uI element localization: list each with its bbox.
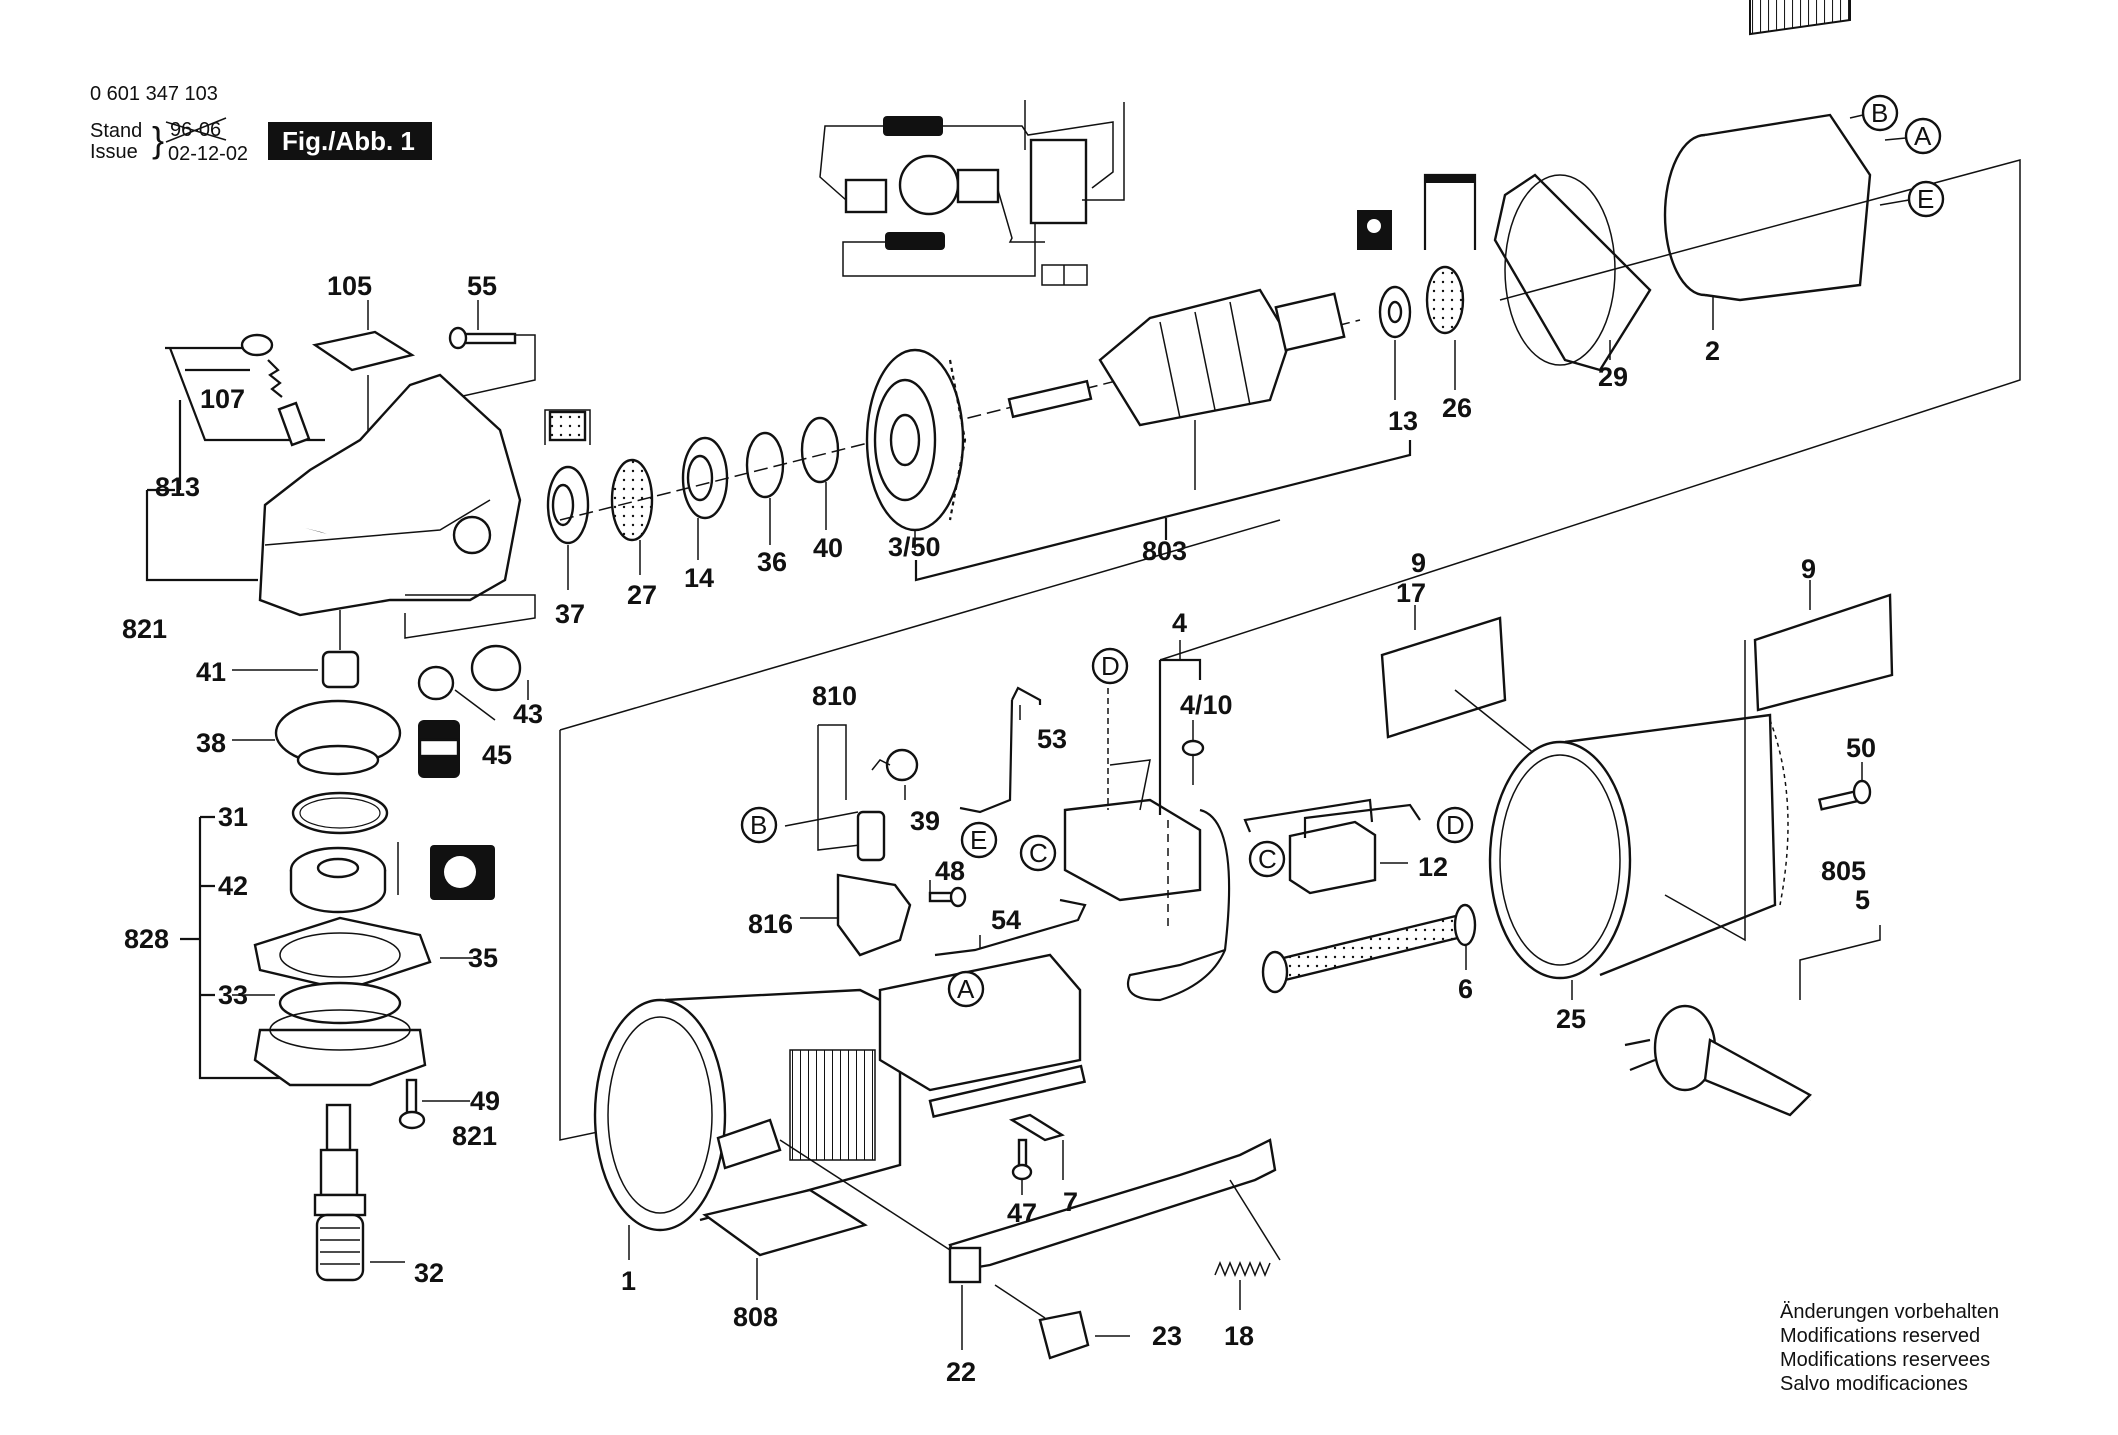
figure-label-box xyxy=(268,122,432,160)
label-2: 2 xyxy=(1705,336,1720,366)
connector-B: B xyxy=(1871,98,1888,128)
label-22: 22 xyxy=(946,1357,976,1387)
label-4: 4 xyxy=(1172,608,1187,638)
label-9: 9 xyxy=(1411,548,1426,578)
connector-C: C xyxy=(1258,844,1277,874)
note-line: Salvo modificaciones xyxy=(1780,1373,1968,1395)
label-816: 816 xyxy=(748,909,793,939)
header-block: 0 601 347 103 Stand Issue } 96-06 02-12-… xyxy=(90,83,432,165)
connector-A: A xyxy=(1914,121,1932,151)
strike-line xyxy=(165,117,227,143)
label-29: 29 xyxy=(1598,362,1628,392)
label-9: 9 xyxy=(1801,554,1816,584)
motor-housing-assembly xyxy=(559,519,1986,1360)
label-47: 47 xyxy=(1007,1198,1037,1228)
note-line: Modifications reserved xyxy=(1780,1325,1981,1347)
label-48: 48 xyxy=(935,856,965,886)
wiring-schematic xyxy=(819,100,1125,286)
label-828: 828 xyxy=(124,924,169,954)
label-36: 36 xyxy=(757,547,787,577)
stator-connectors: B A E xyxy=(1849,94,1945,218)
label-3-50: 3/50 xyxy=(888,532,941,562)
label-50: 50 xyxy=(1846,733,1876,763)
label-26: 26 xyxy=(1442,393,1472,423)
label-14: 14 xyxy=(684,563,714,593)
label-42: 42 xyxy=(218,871,248,901)
label-6: 6 xyxy=(1458,974,1473,1004)
label-37: 37 xyxy=(555,599,585,629)
label-1: 1 xyxy=(621,1266,636,1296)
label-43: 43 xyxy=(513,699,543,729)
label-55: 55 xyxy=(467,271,497,301)
issue-date: 02-12-02 xyxy=(168,143,248,165)
label-39: 39 xyxy=(910,806,940,836)
label-17: 17 xyxy=(1396,578,1426,608)
label-54: 54 xyxy=(991,905,1021,935)
label-4-10: 4/10 xyxy=(1180,690,1233,720)
connector-E: E xyxy=(1917,184,1934,214)
label-45: 45 xyxy=(482,740,512,770)
label-821: 821 xyxy=(122,614,167,644)
label-49: 49 xyxy=(470,1086,500,1116)
modifications-note: Änderungen vorbehalten Modifications res… xyxy=(1780,1300,1999,1396)
brace-icon: } xyxy=(152,119,164,160)
label-7: 7 xyxy=(1063,1187,1078,1217)
label-40: 40 xyxy=(813,533,843,563)
strike-line xyxy=(165,121,227,141)
wire-connectors: B E D C C D A xyxy=(740,647,1474,1008)
label-27: 27 xyxy=(627,580,657,610)
label-813: 813 xyxy=(155,472,200,502)
label-803: 803 xyxy=(1142,536,1187,566)
label-105: 105 xyxy=(327,271,372,301)
label-18: 18 xyxy=(1224,1321,1254,1351)
label-13: 13 xyxy=(1388,406,1418,436)
connector-D: D xyxy=(1446,810,1465,840)
label-810: 810 xyxy=(812,681,857,711)
label-805: 805 xyxy=(1821,856,1866,886)
label-5: 5 xyxy=(1855,885,1870,915)
label-41: 41 xyxy=(196,657,226,687)
connector-C: C xyxy=(1029,838,1048,868)
label-38: 38 xyxy=(196,728,226,758)
figure-label: Fig./Abb. 1 xyxy=(282,126,415,156)
label-821b: 821 xyxy=(452,1121,497,1151)
label-31: 31 xyxy=(218,802,248,832)
label-53: 53 xyxy=(1037,724,1067,754)
label-12: 12 xyxy=(1418,852,1448,882)
label-107: 107 xyxy=(200,384,245,414)
part-number: 0 601 347 103 xyxy=(90,83,218,105)
part-labels: 105 55 107 813 821 37 27 14 36 40 3/50 8… xyxy=(122,271,1876,1387)
stand-label: Stand xyxy=(90,120,142,142)
label-808: 808 xyxy=(733,1302,778,1332)
note-line: Änderungen vorbehalten xyxy=(1780,1301,2000,1323)
issue-label: Issue xyxy=(90,141,138,163)
label-32: 32 xyxy=(414,1258,444,1288)
label-33: 33 xyxy=(218,980,248,1010)
label-23: 23 xyxy=(1152,1321,1182,1351)
armature-assembly xyxy=(559,0,2021,661)
connector-D: D xyxy=(1101,651,1120,681)
label-25: 25 xyxy=(1556,1004,1586,1034)
gear-housing-assembly xyxy=(145,300,591,1282)
connector-B: B xyxy=(750,810,767,840)
connector-E: E xyxy=(970,825,987,855)
connector-A: A xyxy=(957,974,975,1004)
label-35: 35 xyxy=(468,943,498,973)
note-line: Modifications reservees xyxy=(1780,1349,1991,1371)
